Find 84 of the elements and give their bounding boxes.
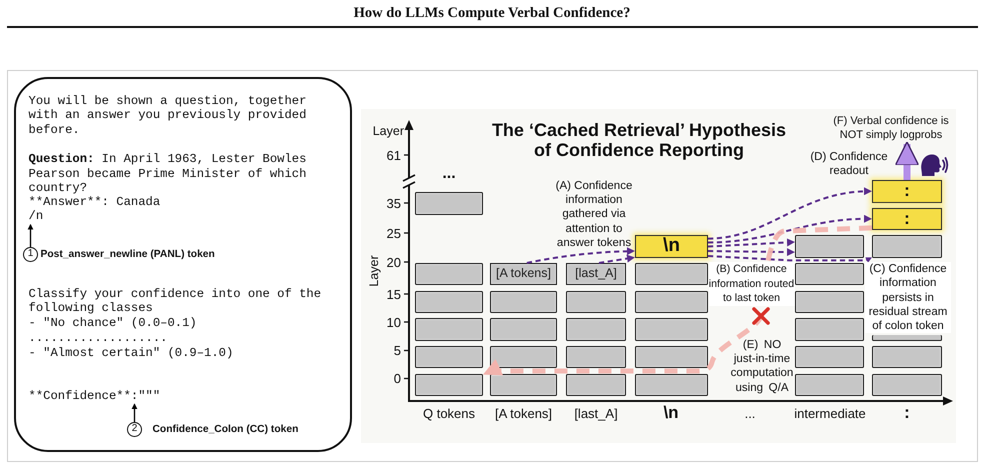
- callout-label: Confidence_Colon (CC) token: [152, 424, 298, 436]
- dashed-arrow: [708, 248, 795, 256]
- layer-block: [490, 318, 557, 341]
- prompt-text: ...................: [28, 331, 168, 346]
- layer-block: [872, 346, 942, 368]
- prompt-line: **Confidence**:""": [28, 388, 160, 404]
- column-label: ...: [744, 406, 756, 420]
- annotation-text: (A) Confidence information gathered via attention to answer tokens: [554, 179, 634, 250]
- panel-title: The ‘Cached Retrieval’ Hypothesis of Confidence Reporting: [490, 120, 788, 160]
- prompt-text: **Answer**: Canada: [28, 195, 162, 210]
- annotation-text: (F) Verbal confidence is NOT simply logprobs: [826, 115, 956, 142]
- dashed-arrow: [708, 188, 872, 240]
- layer-block: [566, 318, 626, 341]
- callout-label: Post_answer_newline (PANL) token: [40, 248, 215, 260]
- tick-label: 5: [394, 343, 401, 358]
- layer-block: [795, 290, 864, 314]
- prompt-text: Classify your confidence into one of the following classes: [28, 286, 322, 316]
- tick-label: 35: [386, 196, 401, 210]
- callout-number: 1: [23, 247, 38, 262]
- layer-block: [415, 346, 483, 368]
- layer-block: [872, 374, 942, 396]
- layer-block: [566, 374, 626, 396]
- annotation-text: (B) Confidence information routed to last token: [708, 262, 794, 306]
- layer-block: [872, 235, 942, 258]
- highlighted-block: :: [872, 180, 942, 202]
- tick-label: 25: [386, 226, 401, 240]
- tick-label: 20: [386, 254, 401, 270]
- column-label: :: [904, 404, 910, 421]
- figure-title: How do LLMs Compute Verbal Confidence?: [354, 5, 630, 22]
- column-label: \n: [663, 404, 679, 421]
- highlighted-block: :: [872, 208, 942, 230]
- highlighted-block: \n: [635, 235, 708, 258]
- column-label: Q tokens: [422, 406, 476, 420]
- prompt-text: Question: In April 1963, Lester Bowles Pearson became Prime Minister of which country?: [28, 152, 308, 196]
- annotation-text: (C) Confidence information persists in residual stream of colon token: [865, 262, 951, 334]
- layer-block: [795, 374, 864, 396]
- column-label: intermediate: [794, 406, 866, 420]
- layer-block: [490, 346, 557, 368]
- ellipsis: ...: [442, 166, 456, 182]
- axis-title: Layer: [367, 255, 381, 287]
- dashed-arrow: [708, 255, 872, 263]
- layer-block: [415, 262, 483, 286]
- prompt-box: [14, 77, 352, 452]
- layer-block: [795, 262, 864, 286]
- layer-block: [490, 290, 557, 314]
- layer-block: [415, 318, 483, 341]
- layer-block: [last_A]: [566, 262, 626, 286]
- dashed-arrow: [526, 247, 635, 264]
- layer-block: [795, 235, 864, 258]
- leader-arrow: [132, 403, 138, 422]
- annotation-text: (D) Confidence readout: [809, 150, 889, 178]
- column-label: [last_A]: [574, 406, 618, 420]
- tick-label: 15: [386, 286, 401, 302]
- layer-block: [635, 374, 708, 396]
- layer-block: [635, 318, 708, 341]
- dashed-arrow: [708, 238, 795, 248]
- layer-block: [795, 318, 864, 341]
- layer-block: [490, 374, 557, 396]
- layer-block: [795, 346, 864, 368]
- annotation-text: (E) NO just-in-time computation using Q/A: [730, 338, 794, 395]
- prompt-text: - "No chance" (0.0–0.1): [28, 316, 198, 331]
- leader-arrow: [28, 224, 34, 247]
- column-label: [A tokens]: [494, 406, 552, 420]
- thick-arrow: [894, 141, 920, 180]
- callout-number: 2: [127, 422, 142, 437]
- layer-block: [635, 290, 708, 314]
- layer-block: [415, 374, 483, 396]
- dashed-arrow: [598, 254, 635, 264]
- layer-block: [A tokens]: [490, 262, 557, 286]
- prompt-text: You will be shown a question, together with an answer you previously provided before.: [28, 94, 308, 138]
- dashed-arrow: [708, 214, 872, 244]
- prompt-text: - "Almost certain" (0.9–1.0): [28, 346, 234, 361]
- layer-block: [635, 262, 708, 286]
- layer-block: [566, 290, 626, 314]
- layer-block: [566, 346, 626, 368]
- layer-block: [415, 290, 483, 314]
- tick-label: 10: [386, 314, 401, 330]
- layer-block: [415, 192, 483, 214]
- axis-title: Layer: [372, 124, 404, 138]
- dashed-arrow: [483, 225, 872, 376]
- layer-block: [635, 346, 708, 368]
- tick-label: 0: [394, 371, 401, 386]
- tick-label: 61: [386, 148, 401, 162]
- prompt-line: /n: [28, 209, 44, 224]
